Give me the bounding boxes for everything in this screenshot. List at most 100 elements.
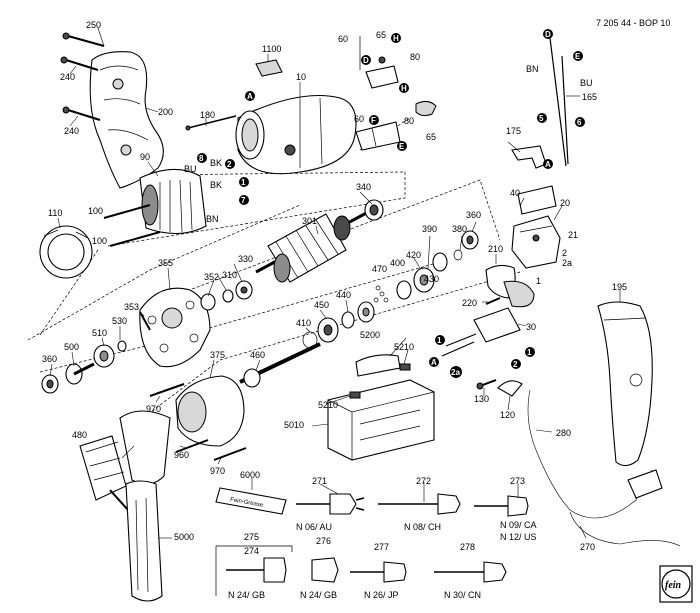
screw-250 xyxy=(62,32,105,48)
label-278: 278 xyxy=(460,542,475,552)
plug-272-ch xyxy=(378,493,461,515)
label-175: 175 xyxy=(506,126,521,136)
plug-271-au xyxy=(296,493,365,515)
drawing-reference: 7 205 44 - BOP 10 xyxy=(596,18,670,28)
parts-352-310-330 xyxy=(200,280,253,311)
label-165: 165 xyxy=(582,92,597,102)
plug-label-au: N 06/ AU xyxy=(296,522,332,532)
leader-lines xyxy=(49,27,621,539)
cable-clamp-120 xyxy=(497,380,523,397)
marker-2a: 2a xyxy=(450,366,462,378)
wire-label-bk-2: BK xyxy=(210,180,222,190)
label-5200: 5200 xyxy=(360,330,380,340)
label-30: 30 xyxy=(526,322,536,332)
ring-410 xyxy=(302,331,318,349)
svg-text:8: 8 xyxy=(199,154,204,163)
mains-cable-280-270 xyxy=(527,389,681,547)
svg-text:H: H xyxy=(393,34,399,43)
svg-text:6: 6 xyxy=(577,118,582,127)
marker-5: 5 xyxy=(537,113,547,123)
label-100b: 100 xyxy=(92,236,107,246)
label-420: 420 xyxy=(406,250,421,260)
fein-logo xyxy=(659,565,693,603)
marker-2-left: 2 xyxy=(225,159,235,169)
label-40: 40 xyxy=(510,188,520,198)
svg-text:A: A xyxy=(545,160,551,169)
switch-40-20 xyxy=(511,185,561,269)
wire-label-bu-right: BU xyxy=(580,78,593,88)
label-21: 21 xyxy=(568,230,578,240)
svg-text:1: 1 xyxy=(527,348,532,357)
marker-1-left: 1 xyxy=(239,177,249,187)
clutch-440 xyxy=(341,311,355,329)
label-65-top: 65 xyxy=(376,30,386,40)
label-5010: 5010 xyxy=(284,420,304,430)
marker-2-cable: 2 xyxy=(511,359,521,369)
bracket-175 xyxy=(511,145,547,169)
label-80-bottom: 80 xyxy=(404,116,414,126)
grease-tube-text: Fein-Grease xyxy=(230,497,265,509)
label-460: 460 xyxy=(250,350,265,360)
label-510: 510 xyxy=(92,328,107,338)
plug-label-us: N 12/ US xyxy=(500,532,537,542)
label-5210-top: 5210 xyxy=(394,342,414,352)
marker-d-top: D xyxy=(361,55,371,65)
ring-380 xyxy=(453,249,463,261)
stator-90 xyxy=(139,168,207,235)
label-120: 120 xyxy=(500,410,515,420)
label-210: 210 xyxy=(488,244,503,254)
nameplate-1100 xyxy=(255,59,283,77)
svg-text:D: D xyxy=(363,56,369,65)
wire-label-bn-right: BN xyxy=(526,64,539,74)
marker-f: F xyxy=(369,115,379,125)
plug-country-labels: N 06/ AU N 08/ CH N 09/ CA N 12/ US N 24… xyxy=(228,520,537,600)
chuck-480 xyxy=(79,435,129,511)
wire-label-bk-1: BK xyxy=(210,158,222,168)
label-60-bottom: 60 xyxy=(354,114,364,124)
label-274: 274 xyxy=(244,546,259,556)
plug-label-ch: N 08/ CH xyxy=(404,522,441,532)
label-330: 330 xyxy=(238,254,253,264)
motor-housing-10 xyxy=(235,94,357,175)
carry-case-5010 xyxy=(327,354,435,461)
label-353: 353 xyxy=(124,302,139,312)
label-100a: 100 xyxy=(88,206,103,216)
label-80-top: 80 xyxy=(410,52,420,62)
svg-text:A: A xyxy=(247,92,253,101)
wire-set-165 xyxy=(549,37,569,167)
plug-276-gb xyxy=(311,557,339,583)
svg-text:H: H xyxy=(401,84,407,93)
gear-420 xyxy=(413,267,435,293)
pin-353 xyxy=(139,311,151,331)
label-272: 272 xyxy=(416,476,431,486)
svg-text:2: 2 xyxy=(513,360,518,369)
svg-text:2: 2 xyxy=(227,160,232,169)
label-1: 1 xyxy=(536,276,541,286)
gear-430 xyxy=(357,301,375,323)
svg-text:E: E xyxy=(399,142,405,151)
label-310: 310 xyxy=(222,270,237,280)
plug-278-cn xyxy=(434,561,507,583)
suppressor-65 xyxy=(415,100,437,117)
label-270: 270 xyxy=(580,542,595,552)
label-960: 960 xyxy=(174,450,189,460)
label-440: 440 xyxy=(336,290,351,300)
label-450: 450 xyxy=(314,300,329,310)
label-65-bottom: 65 xyxy=(426,132,436,142)
label-10: 10 xyxy=(296,72,306,82)
screw-130 xyxy=(476,379,497,390)
grease-tube-6000: Fein-Grease xyxy=(215,487,287,515)
plug-274-gb xyxy=(226,557,287,583)
svg-text:1: 1 xyxy=(437,336,442,345)
plug-277-jp xyxy=(350,561,407,583)
label-375: 375 xyxy=(210,350,225,360)
wire-color-labels: BU BK BK BN BN BU xyxy=(184,64,593,224)
marker-a-right: A xyxy=(543,159,553,169)
marker-6: 6 xyxy=(575,117,585,127)
latches-5210 xyxy=(349,363,411,399)
plug-label-cn: N 30/ CN xyxy=(444,590,481,600)
washer-530 xyxy=(117,340,127,352)
svg-text:1: 1 xyxy=(241,178,246,187)
switch-group-60-bottom xyxy=(355,121,401,151)
